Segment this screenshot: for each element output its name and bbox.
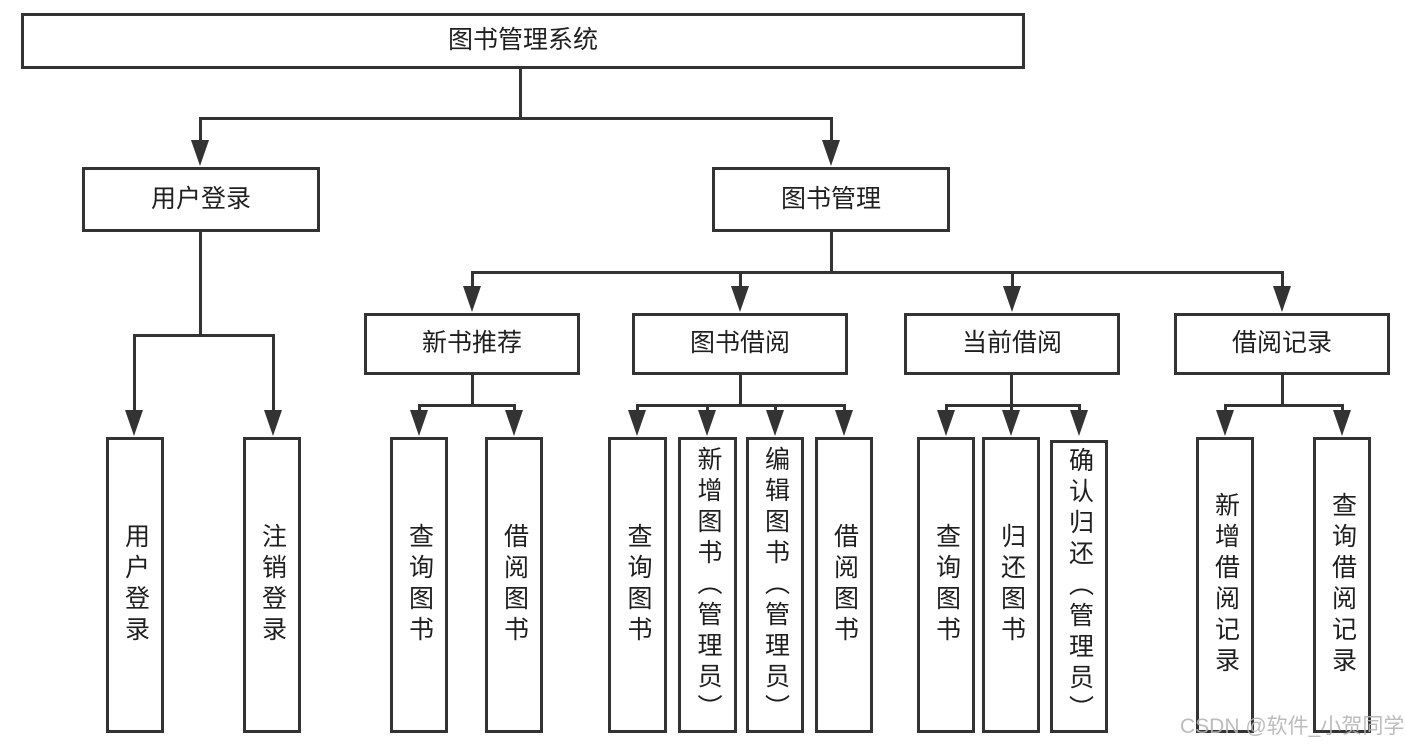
- arrowhead-down: [698, 410, 716, 436]
- arrowhead-down: [125, 410, 143, 436]
- connector-vline: [1010, 375, 1013, 406]
- arrowhead-down: [835, 410, 853, 436]
- leaf-cb-confirm-return-admin: 确认归还（管理员）: [1050, 440, 1108, 733]
- connector-vline: [830, 117, 833, 144]
- node-label: 图书管理: [780, 184, 881, 213]
- connector-vline: [830, 232, 833, 273]
- connector-hline: [471, 271, 1284, 274]
- connector-vline: [471, 375, 474, 406]
- connector-hline: [945, 404, 1081, 407]
- connector-vline: [1010, 404, 1013, 414]
- arrowhead-down: [731, 286, 749, 312]
- connector-vline: [133, 334, 136, 412]
- connector-hline: [1224, 404, 1344, 407]
- csdn-watermark: CSDN @软件_小贺同学: [1180, 715, 1405, 738]
- connector-vline: [945, 404, 948, 414]
- arrowhead-down: [410, 410, 428, 436]
- arrowhead-down: [1003, 286, 1021, 312]
- arrowhead-down: [264, 410, 282, 436]
- node-label: 查询图书: [405, 523, 434, 647]
- connector-vline: [1341, 404, 1344, 414]
- node-label: 确认归还（管理员）: [1065, 447, 1094, 726]
- leaf-cb-query-books: 查询图书: [917, 437, 975, 733]
- node-label: 归还图书: [997, 523, 1026, 647]
- node-label: 图书管理系统: [447, 26, 598, 55]
- node-library-management-system: 图书管理系统: [21, 13, 1025, 69]
- connector-vline: [199, 232, 202, 337]
- connector-vline: [1078, 404, 1081, 414]
- connector-vline: [199, 117, 202, 144]
- node-label: 查询借阅记录: [1328, 492, 1357, 678]
- node-label: 新增图书（管理员）: [694, 445, 722, 725]
- leaf-br-query-record: 查询借阅记录: [1313, 437, 1371, 733]
- leaf-logout: 注销登录: [243, 437, 301, 733]
- connector-vline: [1281, 271, 1284, 290]
- node-label: 编辑图书（管理员）: [761, 445, 790, 725]
- arrowhead-down: [628, 410, 646, 436]
- node-label: 借阅图书: [830, 523, 859, 647]
- node-label: 新增借阅记录: [1211, 492, 1240, 678]
- arrowhead-down: [191, 140, 209, 166]
- node-label: 图书借阅: [689, 329, 790, 358]
- connector-vline: [843, 404, 846, 414]
- connector-vline: [519, 69, 522, 119]
- node-label: 借阅记录: [1231, 329, 1332, 358]
- leaf-nb-query-books: 查询图书: [390, 437, 448, 733]
- leaf-br-add-record: 新增借阅记录: [1196, 437, 1254, 733]
- connector-vline: [1224, 404, 1227, 414]
- node-label: 当前借阅: [961, 329, 1062, 358]
- arrowhead-down: [937, 410, 955, 436]
- connector-vline: [471, 271, 474, 290]
- arrowhead-down: [463, 286, 481, 312]
- leaf-bb-borrow-books: 借阅图书: [815, 437, 873, 733]
- connector-vline: [774, 404, 777, 414]
- leaf-bb-query-books: 查询图书: [608, 437, 667, 733]
- node-book-borrowing: 图书借阅: [632, 313, 848, 375]
- node-current-borrowing: 当前借阅: [904, 313, 1120, 375]
- node-user-login: 用户登录: [82, 167, 320, 232]
- node-label: 用户登录: [150, 184, 251, 213]
- connector-hline: [418, 404, 516, 407]
- connector-hline: [199, 117, 833, 120]
- connector-vline: [706, 404, 709, 414]
- connector-vline: [636, 404, 639, 414]
- connector-hline: [636, 404, 846, 407]
- arrowhead-down: [1273, 286, 1291, 312]
- connector-vline: [1281, 375, 1284, 406]
- arrowhead-down: [822, 140, 840, 166]
- node-label: 注销登录: [258, 523, 287, 647]
- connector-hline: [133, 334, 275, 337]
- node-borrowing-records: 借阅记录: [1174, 313, 1390, 375]
- leaf-bb-edit-books-admin: 编辑图书（管理员）: [746, 437, 804, 733]
- leaf-nb-borrow-books: 借阅图书: [485, 437, 543, 733]
- arrowhead-down: [1070, 410, 1088, 436]
- connector-vline: [739, 375, 742, 406]
- connector-vline: [272, 334, 275, 412]
- arrowhead-down: [766, 410, 784, 436]
- node-new-book-recommend: 新书推荐: [364, 313, 580, 375]
- node-book-management: 图书管理: [712, 167, 950, 232]
- arrowhead-down: [1216, 410, 1234, 436]
- node-label: 新书推荐: [421, 329, 522, 358]
- leaf-user-login: 用户登录: [106, 437, 164, 733]
- node-label: 查询图书: [932, 523, 961, 647]
- node-label: 用户登录: [121, 523, 150, 647]
- arrowhead-down: [1333, 410, 1351, 436]
- node-label: 查询图书: [624, 523, 652, 647]
- connector-vline: [1011, 271, 1014, 290]
- leaf-bb-add-books-admin: 新增图书（管理员）: [678, 437, 737, 733]
- arrowhead-down: [1002, 410, 1020, 436]
- connector-vline: [418, 404, 421, 414]
- connector-vline: [513, 404, 516, 414]
- leaf-cb-return-books: 归还图书: [982, 437, 1040, 733]
- arrowhead-down: [505, 410, 523, 436]
- connector-vline: [739, 271, 742, 290]
- node-label: 借阅图书: [500, 523, 529, 647]
